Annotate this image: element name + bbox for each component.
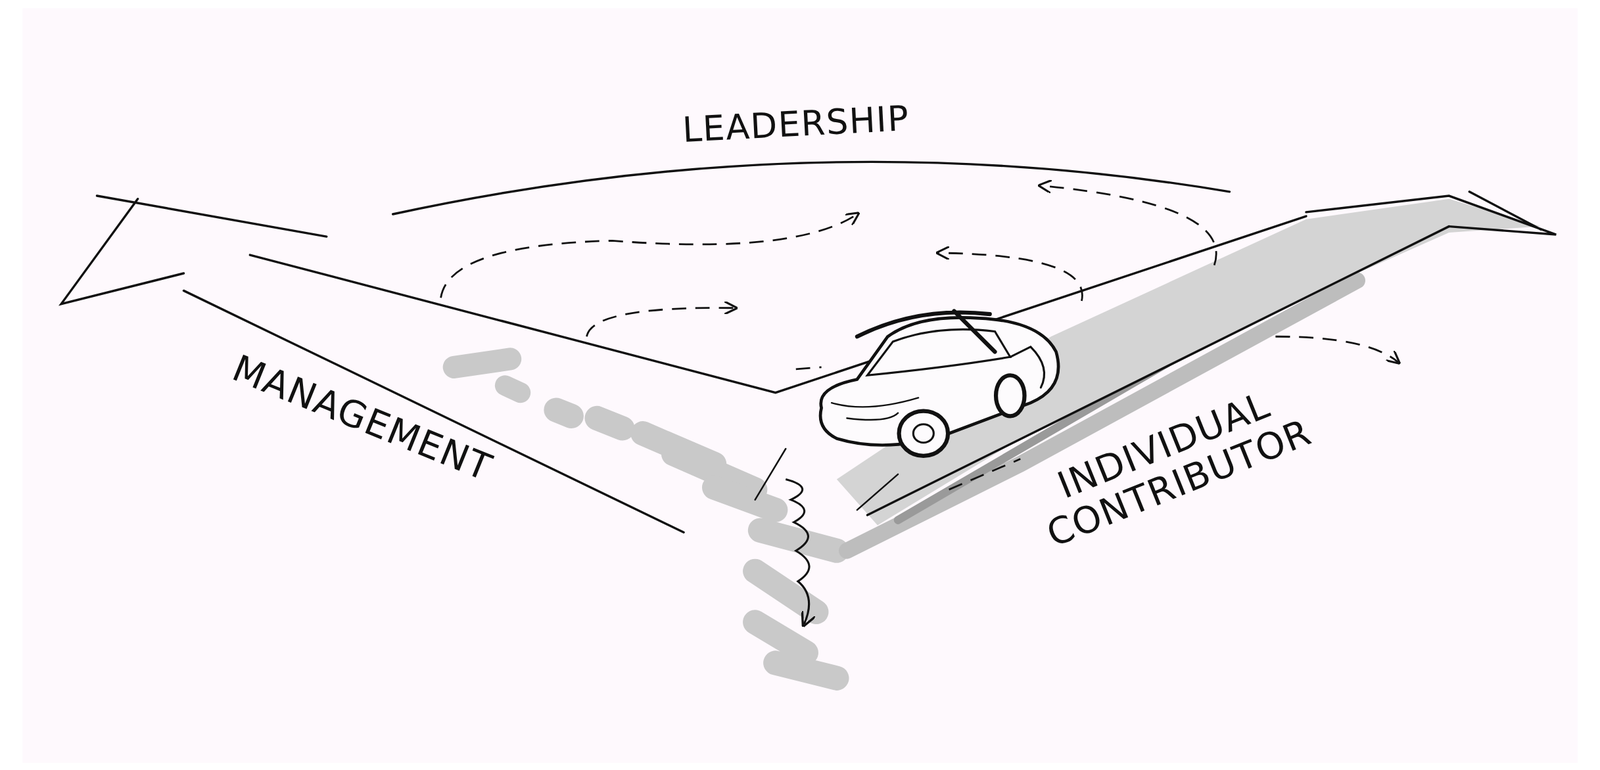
ic-arrowhead bbox=[1306, 191, 1556, 235]
dashed-curve bbox=[587, 308, 735, 338]
dashed-curve bbox=[949, 459, 1021, 491]
car-windshield bbox=[867, 329, 1010, 376]
management-lower-edge bbox=[183, 290, 684, 533]
dashed-curve bbox=[1040, 186, 1217, 266]
car-illustration bbox=[820, 310, 1059, 456]
smudge bbox=[714, 487, 837, 679]
dashed-curve bbox=[441, 214, 858, 298]
dashed-curve bbox=[1275, 336, 1398, 363]
road-upper-edge bbox=[249, 216, 1307, 394]
car-roof-scribble bbox=[857, 310, 996, 352]
leadership-edge bbox=[393, 161, 1230, 215]
dashed-curve bbox=[938, 253, 1083, 302]
smudge bbox=[504, 385, 520, 394]
car-hub bbox=[913, 424, 934, 444]
car-wheel bbox=[995, 375, 1025, 417]
fork-tick bbox=[755, 448, 898, 511]
road-outlines bbox=[61, 161, 1556, 533]
paper bbox=[22, 7, 1578, 764]
smudge bbox=[454, 358, 511, 367]
skid-squiggle bbox=[785, 479, 810, 625]
car-wheel bbox=[899, 411, 949, 457]
management-arrowhead bbox=[61, 195, 327, 305]
dashed-curve bbox=[796, 367, 822, 370]
smudge bbox=[556, 410, 756, 490]
